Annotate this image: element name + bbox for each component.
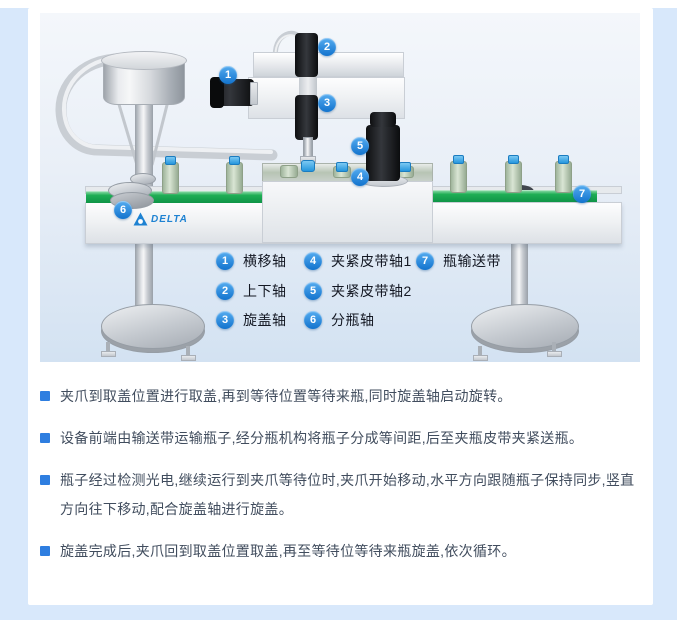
right-base-plate [471,304,579,349]
right-base-foot2-pad [547,351,562,357]
legend-num-5: 5 [304,282,322,300]
callout-5: 5 [351,137,369,155]
bottle-cap [453,155,464,164]
legend-item-bottle-conveyor: 7 瓶输送带 [416,251,501,271]
legend-num-3: 3 [216,311,234,329]
callout-1: 1 [219,66,237,84]
legend-label-3: 旋盖轴 [243,312,287,328]
left-base-foot [106,342,110,352]
callout-2: 2 [318,38,336,56]
right-base-foot [478,346,482,356]
bullet-text-3: 瓶子经过检测光电,继续运行到夹爪等待位时,夹爪开始移动,水平方向跟随瓶子保持同步… [60,472,635,517]
machine-diagram: DELTA 1 2 3 4 5 6 7 1 横移轴 2 上下轴 3 旋盖轴 4 … [40,13,640,362]
legend-item-clamp-belt-2: 5 夹紧皮带轴2 [304,281,412,301]
left-base-foot2 [186,346,190,356]
bottle [450,161,467,193]
bullet-square-icon [40,546,50,556]
left-base-foot2-pad [181,355,196,361]
legend-item-clamp-belt-1: 4 夹紧皮带轴1 [304,251,412,271]
legend-item-capping-axis: 3 旋盖轴 [216,310,287,330]
bottle [555,161,572,193]
hopper-lid [101,51,187,70]
legend-num-2: 2 [216,282,234,300]
legend-item-vertical-axis: 2 上下轴 [216,281,287,301]
clamped-bottle-cap [336,162,348,172]
bullet-square-icon [40,475,50,485]
clamped-bottle-cap [399,162,411,172]
legend-num-1: 1 [216,252,234,270]
traverse-motor-flange [250,82,258,105]
legend-num-4: 4 [304,252,322,270]
bottle-cap [508,155,519,164]
right-base-foot-pad [473,355,488,361]
bottle [226,162,243,194]
legend-label-1: 横移轴 [243,253,287,269]
bullet-square-icon [40,391,50,401]
list-item: 夹爪到取盖位置进行取盖,再到等待位置等待来瓶,同时旋盖轴启动旋转。 [40,382,640,411]
list-item: 瓶子经过检测光电,继续运行到夹爪等待位时,夹爪开始移动,水平方向跟随瓶子保持同步… [40,466,640,524]
bottle-cap [229,156,240,165]
delta-logo-text: DELTA [151,213,188,225]
callout-6: 6 [114,201,132,219]
bottle-cap [165,156,176,165]
legend-item-traverse-axis: 1 横移轴 [216,251,287,271]
description-list: 夹爪到取盖位置进行取盖,再到等待位置等待来瓶,同时旋盖轴启动旋转。 设备前端由输… [40,382,640,579]
clamp-belt-motor-top [370,112,396,127]
carriage-slider [299,73,317,99]
right-base-foot2 [552,342,556,352]
legend-num-6: 6 [304,311,322,329]
legend-item-separator-axis: 6 分瓶轴 [304,310,375,330]
callout-7: 7 [573,185,591,203]
capping-axis-motor [295,95,318,140]
clamp-belt-motor [366,125,400,181]
bottle-cap [558,155,569,164]
list-item: 旋盖完成后,夹爪回到取盖位置取盖,再至等待位等待来瓶旋盖,依次循环。 [40,537,640,566]
legend-label-5: 夹紧皮带轴2 [331,283,412,299]
content-card: DELTA 1 2 3 4 5 6 7 1 横移轴 2 上下轴 3 旋盖轴 4 … [28,8,653,605]
clamped-bottle-top [280,165,298,178]
cap-gripper-tip [301,160,315,172]
callout-4: 4 [351,168,369,186]
bullet-text-2: 设备前端由输送带运输瓶子,经分瓶机构将瓶子分成等间距,后至夹瓶皮带夹紧送瓶。 [60,430,584,446]
vertical-axis-motor [295,33,318,77]
delta-logo-icon [133,212,148,226]
legend-label-6: 分瓶轴 [331,312,375,328]
left-base-foot-pad [101,351,116,357]
traverse-motor-cap [210,77,224,108]
list-item: 设备前端由输送带运输瓶子,经分瓶机构将瓶子分成等间距,后至夹瓶皮带夹紧送瓶。 [40,424,640,453]
legend-num-7: 7 [416,252,434,270]
right-support-column [511,238,528,314]
bullet-text-1: 夹爪到取盖位置进行取盖,再到等待位置等待来瓶,同时旋盖轴启动旋转。 [60,388,512,404]
delta-logo: DELTA [133,212,188,226]
bottle [505,161,522,193]
bullet-text-4: 旋盖完成后,夹爪回到取盖位置取盖,再至等待位等待来瓶旋盖,依次循环。 [60,543,516,559]
legend-label-2: 上下轴 [243,283,287,299]
clamp-unit-front [262,181,433,243]
left-base-plate [101,304,205,349]
bullet-square-icon [40,433,50,443]
callout-3: 3 [318,94,336,112]
gantry-upper-beam [253,52,404,77]
legend-label-7: 瓶输送带 [443,253,501,269]
legend-label-4: 夹紧皮带轴1 [331,253,412,269]
bottle [162,162,179,194]
